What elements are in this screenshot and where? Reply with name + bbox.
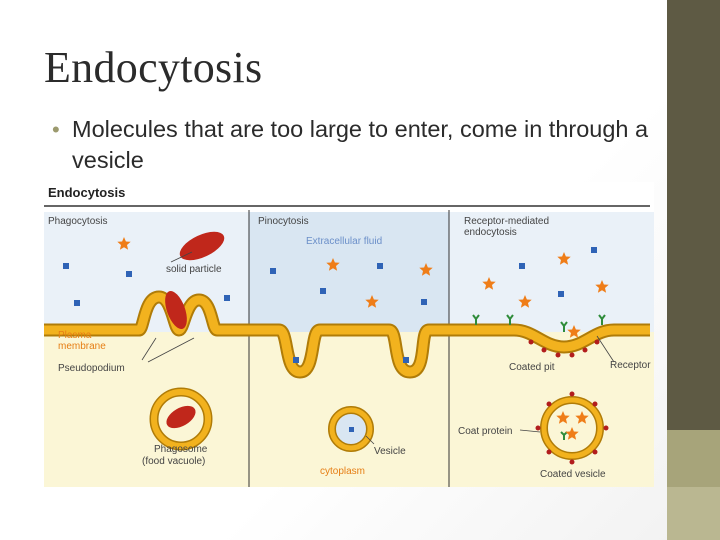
phagosome-particle (166, 405, 196, 429)
bullet-dot-icon: • (52, 117, 60, 142)
pinocytosis-label: Pinocytosis (258, 216, 309, 227)
bullet-item: • Molecules that are too large to enter,… (52, 114, 652, 176)
small-molecule-icon (63, 263, 69, 269)
coat-protein-label: Coat protein (458, 426, 513, 437)
bullet-text: Molecules that are too large to enter, c… (72, 116, 649, 173)
extracellular-fluid-label: Extracellular fluid (306, 236, 383, 247)
star-molecule-icon (595, 280, 609, 293)
extracellular-fluid-region (249, 212, 449, 332)
phagosome-ring (151, 389, 211, 449)
pointer-lines (141, 251, 615, 445)
small-molecule-icon (403, 357, 409, 363)
star-molecule-icon (557, 252, 571, 265)
star-molecule-icon (567, 325, 581, 338)
small-molecule-icon (74, 300, 80, 306)
sidebar-dark-band (667, 0, 720, 430)
small-molecule-icon (126, 271, 132, 277)
vesicle-ring (329, 407, 373, 451)
solid-particle (179, 231, 225, 261)
coat-protein-dots (535, 391, 609, 465)
star-molecule-icon (556, 411, 570, 424)
star-molecule-icon (365, 295, 379, 308)
small-molecule-icon (270, 268, 276, 274)
sidebar-bottom-band (667, 487, 720, 540)
small-molecule-icon (224, 295, 230, 301)
star-molecule-icon (482, 277, 496, 290)
phagocytosis-label: Phagocytosis (48, 216, 108, 227)
slide-title: Endocytosis (44, 43, 263, 92)
receptor-label: Receptor (610, 360, 651, 371)
cytoplasm-label: cytoplasm (320, 466, 366, 477)
vesicle-label: Vesicle (374, 446, 406, 457)
small-molecule-icon (421, 299, 427, 305)
small-molecule-icon (377, 263, 383, 269)
coated-vesicle-ring (541, 397, 603, 459)
star-molecule-icon (518, 295, 532, 308)
star-molecule-icon (117, 237, 131, 250)
small-molecule-icon (591, 247, 597, 253)
small-molecule-icon (320, 288, 326, 294)
engulfed-particle (165, 290, 187, 330)
small-molecule-icon (558, 291, 564, 297)
solid-particle-label: solid particle (166, 264, 222, 275)
coated-pit-label: Coated pit (509, 362, 555, 373)
coated-pit-dots (528, 339, 600, 358)
diagram-heading: Endocytosis (48, 185, 126, 200)
endocytosis-diagram: Endocytosis Phagocytosis Pinocytosis Rec… (44, 182, 654, 487)
star-molecule-icon (575, 411, 589, 424)
phagosome-label: Phagosome (154, 444, 208, 455)
coated-vesicle-label: Coated vesicle (540, 469, 606, 480)
food-vacuole-label: (food vacuole) (142, 456, 206, 467)
star-molecule-icon (326, 258, 340, 271)
small-molecule-icon (293, 357, 299, 363)
vesicle-molecule (349, 427, 354, 432)
diagram-artwork (44, 205, 654, 487)
small-molecule-icon (519, 263, 525, 269)
star-molecule-icon (565, 427, 579, 440)
star-molecule-icon (419, 263, 433, 276)
receptor-icons (472, 314, 606, 440)
pseudopodium-label: Pseudopodium (58, 363, 125, 374)
receptor-mediated-label: Receptor-mediated endocytosis (464, 216, 550, 238)
plasma-membrane-label: Plasma membrane (58, 330, 106, 352)
